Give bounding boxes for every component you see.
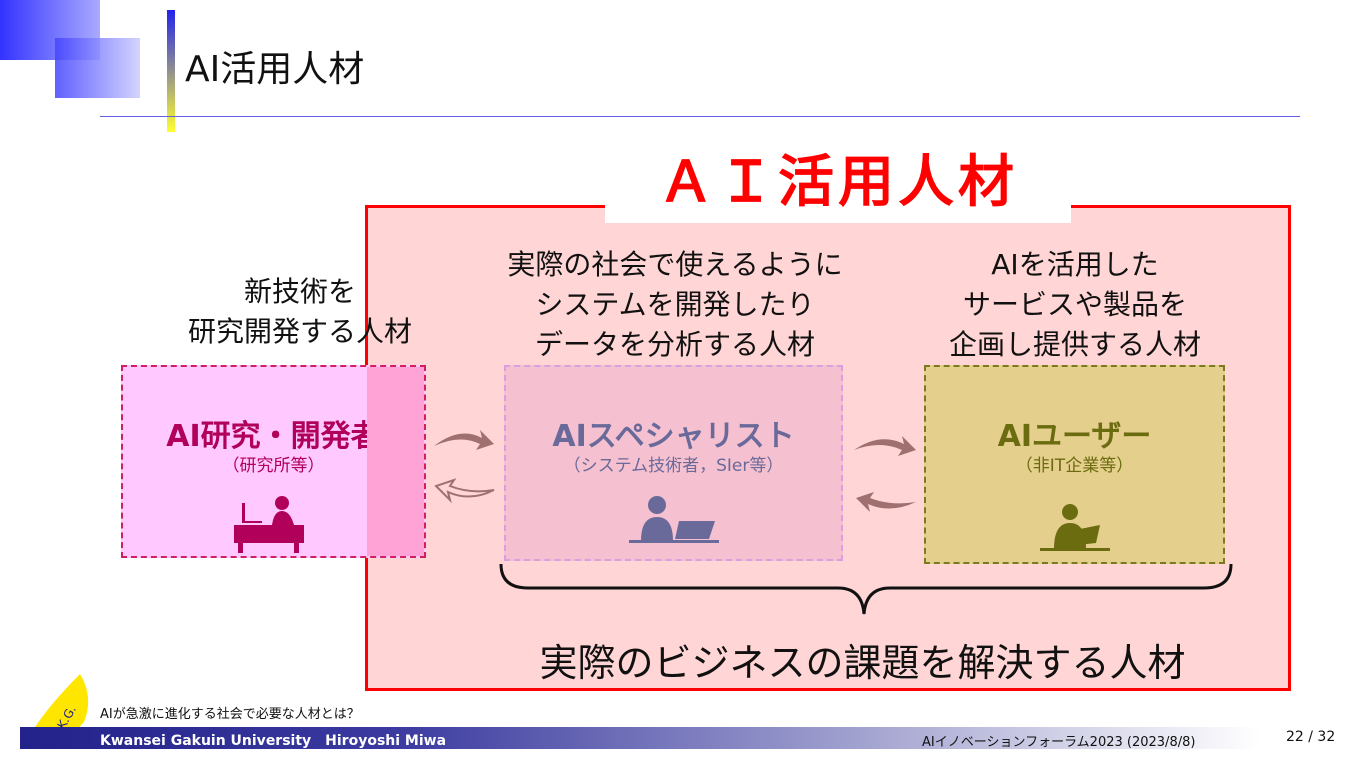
person-with-laptop-icon [628, 496, 719, 543]
caption-line: 実際の社会で使えるように [507, 248, 843, 281]
caption-line: AIを活用した [991, 248, 1159, 281]
box-title: AIユーザー [997, 419, 1152, 454]
box-subtitle: （システム技術者，SIer等） [563, 456, 784, 476]
user-box: AIユーザー （非IT企業等） [924, 365, 1225, 564]
caption-line: システムを開発したり [535, 288, 815, 321]
box-title: AIスペシャリスト [552, 419, 795, 454]
caption-line: 研究開発する人材 [187, 315, 412, 348]
left-caption: 新技術を 研究開発する人材 [150, 272, 450, 352]
bottom-caption: 実際のビジネスの課題を解決する人材 [539, 641, 1186, 685]
researcher-at-desk-icon [233, 496, 304, 553]
footer-author: Kwansei Gakuin University Hiroyoshi Miwa [100, 733, 447, 749]
talk-subtitle: AIが急激に進化する社会で必要な人材とは？ [100, 707, 360, 722]
footer-event: AIイノベーションフォーラム2023 (2023/8/8) [922, 735, 1196, 750]
arrow-left-icon [856, 492, 916, 512]
slide-title: AI活用人材 [185, 49, 365, 90]
caption-line: 新技術を [243, 275, 356, 308]
box-subtitle: （非IT企業等） [1015, 456, 1134, 476]
decor-square [55, 38, 140, 98]
arrow-left-outline-icon [434, 478, 495, 504]
person-reading-icon [1039, 504, 1110, 551]
kg-moon-logo: K.G. [26, 674, 89, 744]
curly-brace [499, 563, 1233, 615]
box-subtitle: （研究所等） [222, 456, 325, 476]
caption-line: 企画し提供する人材 [948, 328, 1201, 361]
caption-line: データを分析する人材 [534, 328, 815, 361]
page-number: 22 / 32 [1286, 729, 1336, 745]
specialist-box: AIスペシャリスト （システム技術者，SIer等） [504, 365, 843, 561]
right-caption: AIを活用した サービスや製品を 企画し提供する人材 [875, 245, 1275, 365]
title-divider [100, 116, 1300, 117]
middle-caption: 実際の社会で使えるように システムを開発したり データを分析する人材 [475, 245, 875, 365]
arrow-right-icon [854, 436, 916, 456]
footer-bar [20, 727, 1260, 749]
main-title: ＡＩ活用人材 [605, 143, 1071, 223]
overlap-region [367, 367, 424, 556]
flow-arrows [434, 430, 916, 512]
decor-bar [167, 10, 175, 132]
caption-line: サービスや製品を [962, 288, 1187, 321]
arrow-right-icon [434, 430, 494, 450]
box-title: AI研究・開発者 [166, 419, 381, 454]
